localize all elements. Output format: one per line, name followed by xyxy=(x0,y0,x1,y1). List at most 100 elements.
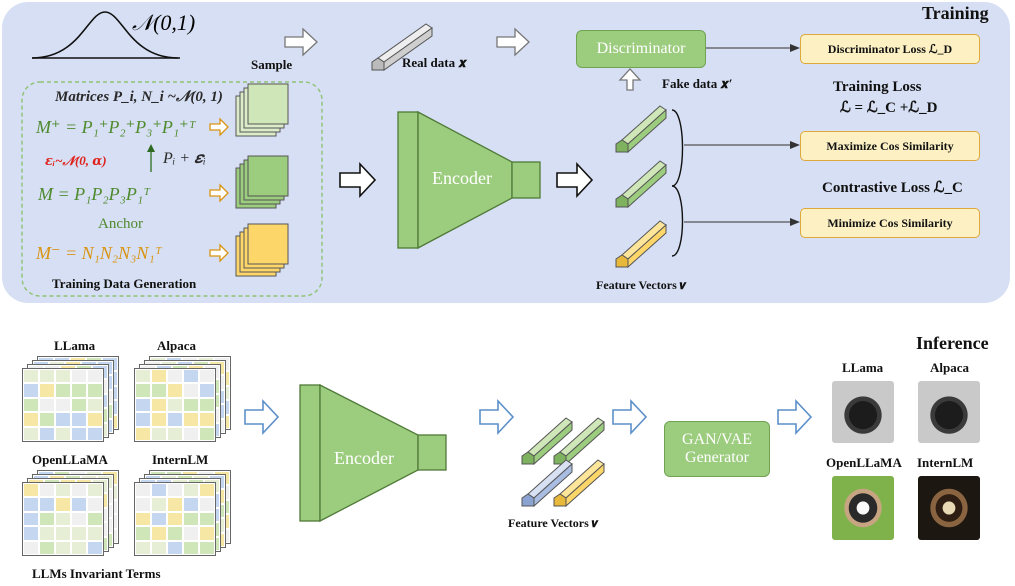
matrix-layer xyxy=(22,368,104,442)
matrix-cell xyxy=(167,526,183,541)
matrix-cell xyxy=(55,540,71,555)
matrix-cell xyxy=(151,511,167,527)
training-loss-title: Training Loss xyxy=(833,79,922,95)
sample-label: Sample xyxy=(251,57,293,72)
matrix-cell xyxy=(199,540,215,555)
matrix-cell xyxy=(55,426,71,441)
matrix-cell xyxy=(87,426,103,441)
matrix-cell xyxy=(135,526,151,541)
matrix-cell xyxy=(23,540,39,555)
matrix-cell xyxy=(135,511,151,527)
matrix-cell xyxy=(39,540,55,555)
matrix-grid-internlm xyxy=(134,470,238,562)
matrix-cell xyxy=(135,412,151,427)
output-label-alpaca: Alpaca xyxy=(930,360,969,375)
matrix-cell xyxy=(183,412,199,427)
matrix-cell xyxy=(135,369,151,384)
matrix-cell xyxy=(199,412,215,427)
matrix-cell xyxy=(151,426,167,441)
encoder-training-shape xyxy=(397,110,541,250)
matrix-cell xyxy=(183,497,199,512)
m-plus-stack xyxy=(235,83,289,137)
inference-graphics xyxy=(244,383,813,523)
matrix-cell xyxy=(39,426,55,441)
m-anchor-equation: M = P₁P₂P₃P₁ᵀ xyxy=(38,184,151,204)
matrix-cell xyxy=(167,511,183,527)
matrix-cell xyxy=(199,526,215,541)
matrices-label: Matrices P_i, N_i ~𝒩(0, 1) xyxy=(55,89,223,105)
discriminator-loss-label: Discriminator Loss ℒ_D xyxy=(827,41,953,56)
matrix-cell xyxy=(23,511,39,527)
matrix-cell xyxy=(87,369,103,384)
matrix-cell xyxy=(87,526,103,541)
m-minus-equation: M⁻ = N₁N₂N₃N₁ᵀ xyxy=(36,243,162,263)
matrix-cell xyxy=(167,412,183,427)
matrix-cell xyxy=(23,369,39,384)
matrix-cell xyxy=(71,426,87,441)
matrix-cell xyxy=(151,526,167,541)
matrix-cell xyxy=(23,412,39,427)
p-plus-eps-label: Pᵢ + 𝜺ᵢ xyxy=(163,150,206,167)
training-title: Training xyxy=(922,3,989,23)
matrix-cell xyxy=(39,483,55,498)
matrix-cell xyxy=(87,483,103,498)
model-label-openllama: OpenLLaMA xyxy=(32,452,108,467)
matrix-cell xyxy=(199,511,215,527)
model-label-alpaca: Alpaca xyxy=(157,338,196,353)
output-label-openllama: OpenLLaMA xyxy=(826,455,902,470)
matrix-cell xyxy=(23,383,39,398)
matrix-cell xyxy=(71,483,87,498)
generator-box: GAN/VAE Generator xyxy=(664,421,770,477)
matrix-cell xyxy=(183,540,199,555)
generator-label: GAN/VAE Generator xyxy=(682,431,752,466)
normal-distribution-label: 𝒩(0,1) xyxy=(132,10,196,35)
encoder-training-label: Encoder xyxy=(432,168,492,188)
fake-data-label: Fake data 𝒙′ xyxy=(662,76,733,91)
llms-invariant-terms-label: LLMs Invariant Terms xyxy=(32,566,161,581)
discriminator-label: Discriminator xyxy=(596,40,686,57)
encoder-inference-label: Encoder xyxy=(334,448,394,468)
inference-title: Inference xyxy=(916,333,989,353)
matrix-cell xyxy=(183,383,199,398)
matrix-cell xyxy=(23,426,39,441)
matrix-cell xyxy=(167,369,183,384)
model-label-llama: LLama xyxy=(54,338,96,353)
matrix-cell xyxy=(151,412,167,427)
matrix-layer xyxy=(134,482,216,556)
matrix-grid-alpaca xyxy=(134,356,238,448)
output-label-internlm: InternLM xyxy=(917,455,974,470)
dog-photo-internlm xyxy=(918,476,980,540)
matrix-grid-openllama xyxy=(22,470,126,562)
matrix-cell xyxy=(183,397,199,413)
minimize-cos-label: Minimize Cos Similarity xyxy=(827,215,953,230)
epsilon-label: 𝜺ᵢ~𝒩(0, 𝜶) xyxy=(45,153,107,168)
matrix-cell xyxy=(135,426,151,441)
matrix-cell xyxy=(87,412,103,427)
training-data-generation-label: Training Data Generation xyxy=(52,276,197,291)
matrix-cell xyxy=(71,526,87,541)
maximize-cos-box: Maximize Cos Similarity xyxy=(800,131,980,161)
matrix-cell xyxy=(87,540,103,555)
gaussian-curve xyxy=(31,11,179,59)
dog-photo-openllama xyxy=(832,476,894,540)
matrix-cell xyxy=(39,383,55,398)
matrix-cell xyxy=(183,483,199,498)
matrix-cell xyxy=(135,483,151,498)
matrix-cell xyxy=(55,397,71,413)
matrix-cell xyxy=(71,511,87,527)
matrix-cell xyxy=(183,426,199,441)
matrix-cell xyxy=(199,383,215,398)
real-data-label: Real data 𝒙 xyxy=(402,55,467,70)
matrix-cell xyxy=(167,397,183,413)
matrix-cell xyxy=(151,540,167,555)
matrix-cell xyxy=(183,526,199,541)
matrix-layer xyxy=(22,482,104,556)
matrix-cell xyxy=(183,511,199,527)
matrix-cell xyxy=(55,383,71,398)
matrix-cell xyxy=(87,511,103,527)
matrix-cell xyxy=(167,426,183,441)
real-data-bar xyxy=(371,23,433,71)
matrix-cell xyxy=(135,540,151,555)
anchor-label: Anchor xyxy=(98,216,143,232)
